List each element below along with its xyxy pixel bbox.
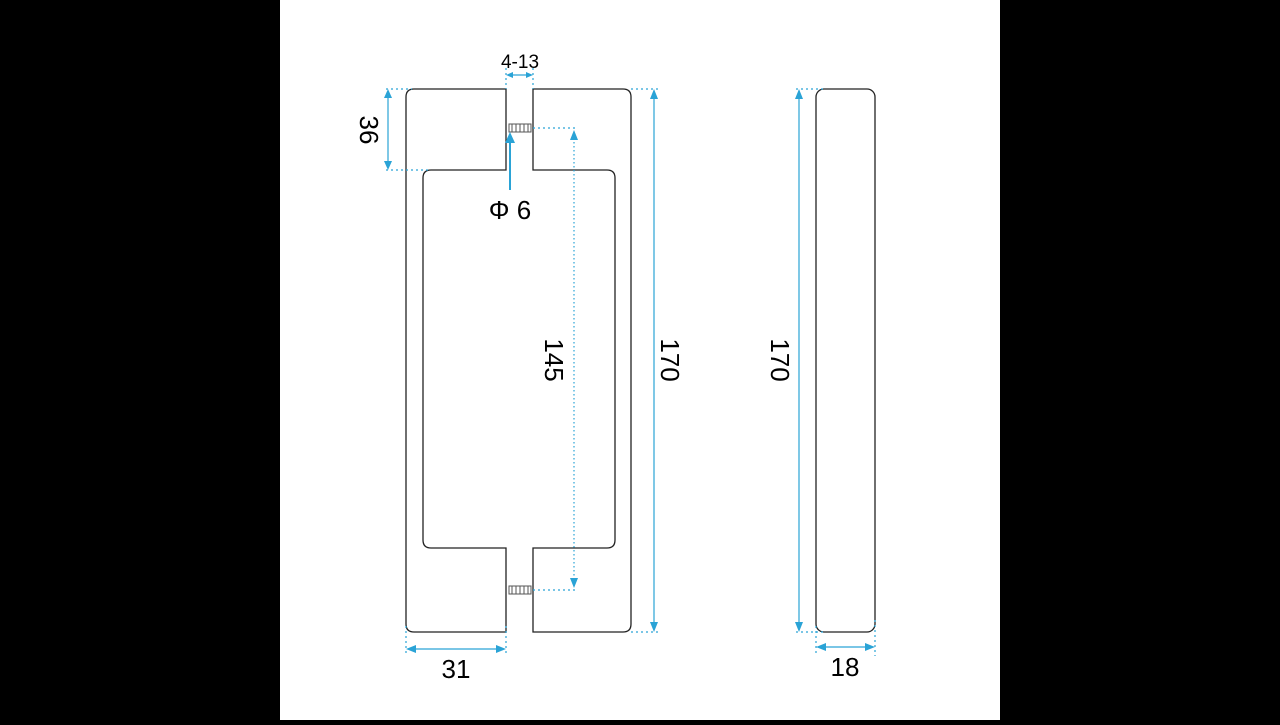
arrow-31-left	[406, 645, 416, 653]
arrow-4-13-right	[526, 72, 533, 78]
drawing-sheet	[280, 0, 1000, 720]
front-view	[405, 88, 632, 633]
screw-bottom	[508, 585, 532, 595]
label-center-distance: 145	[539, 338, 569, 381]
label-hole-diameter: Φ 6	[489, 195, 531, 225]
arrow-36-bottom	[384, 161, 392, 170]
arrow-145-bottom	[570, 578, 578, 588]
label-height-side: 170	[765, 338, 795, 381]
arrow-170-side-top	[795, 89, 803, 99]
label-depth-side: 18	[831, 652, 860, 682]
dimension-arrowheads	[384, 72, 875, 653]
arrow-36-top	[384, 89, 392, 98]
arrow-145-top	[570, 130, 578, 140]
dimension-lines	[386, 68, 876, 656]
arrow-hole-leader	[505, 132, 515, 143]
arrow-31-right	[496, 645, 506, 653]
arrow-170-front-top	[650, 89, 658, 99]
label-height-part: 36	[354, 116, 384, 145]
arrow-170-side-bottom	[795, 622, 803, 632]
arrow-18-left	[816, 643, 826, 651]
arrow-18-right	[865, 643, 875, 651]
label-screw-spec: 4-13	[501, 52, 539, 73]
right-bar-outline	[532, 88, 632, 633]
label-width-front: 31	[442, 654, 471, 684]
arrow-170-front-bottom	[650, 622, 658, 632]
side-view-outline	[815, 88, 876, 633]
label-height-front: 170	[655, 338, 685, 381]
arrow-4-13-left	[506, 72, 513, 78]
left-bar-outline	[405, 88, 507, 633]
screw-top	[508, 123, 532, 133]
